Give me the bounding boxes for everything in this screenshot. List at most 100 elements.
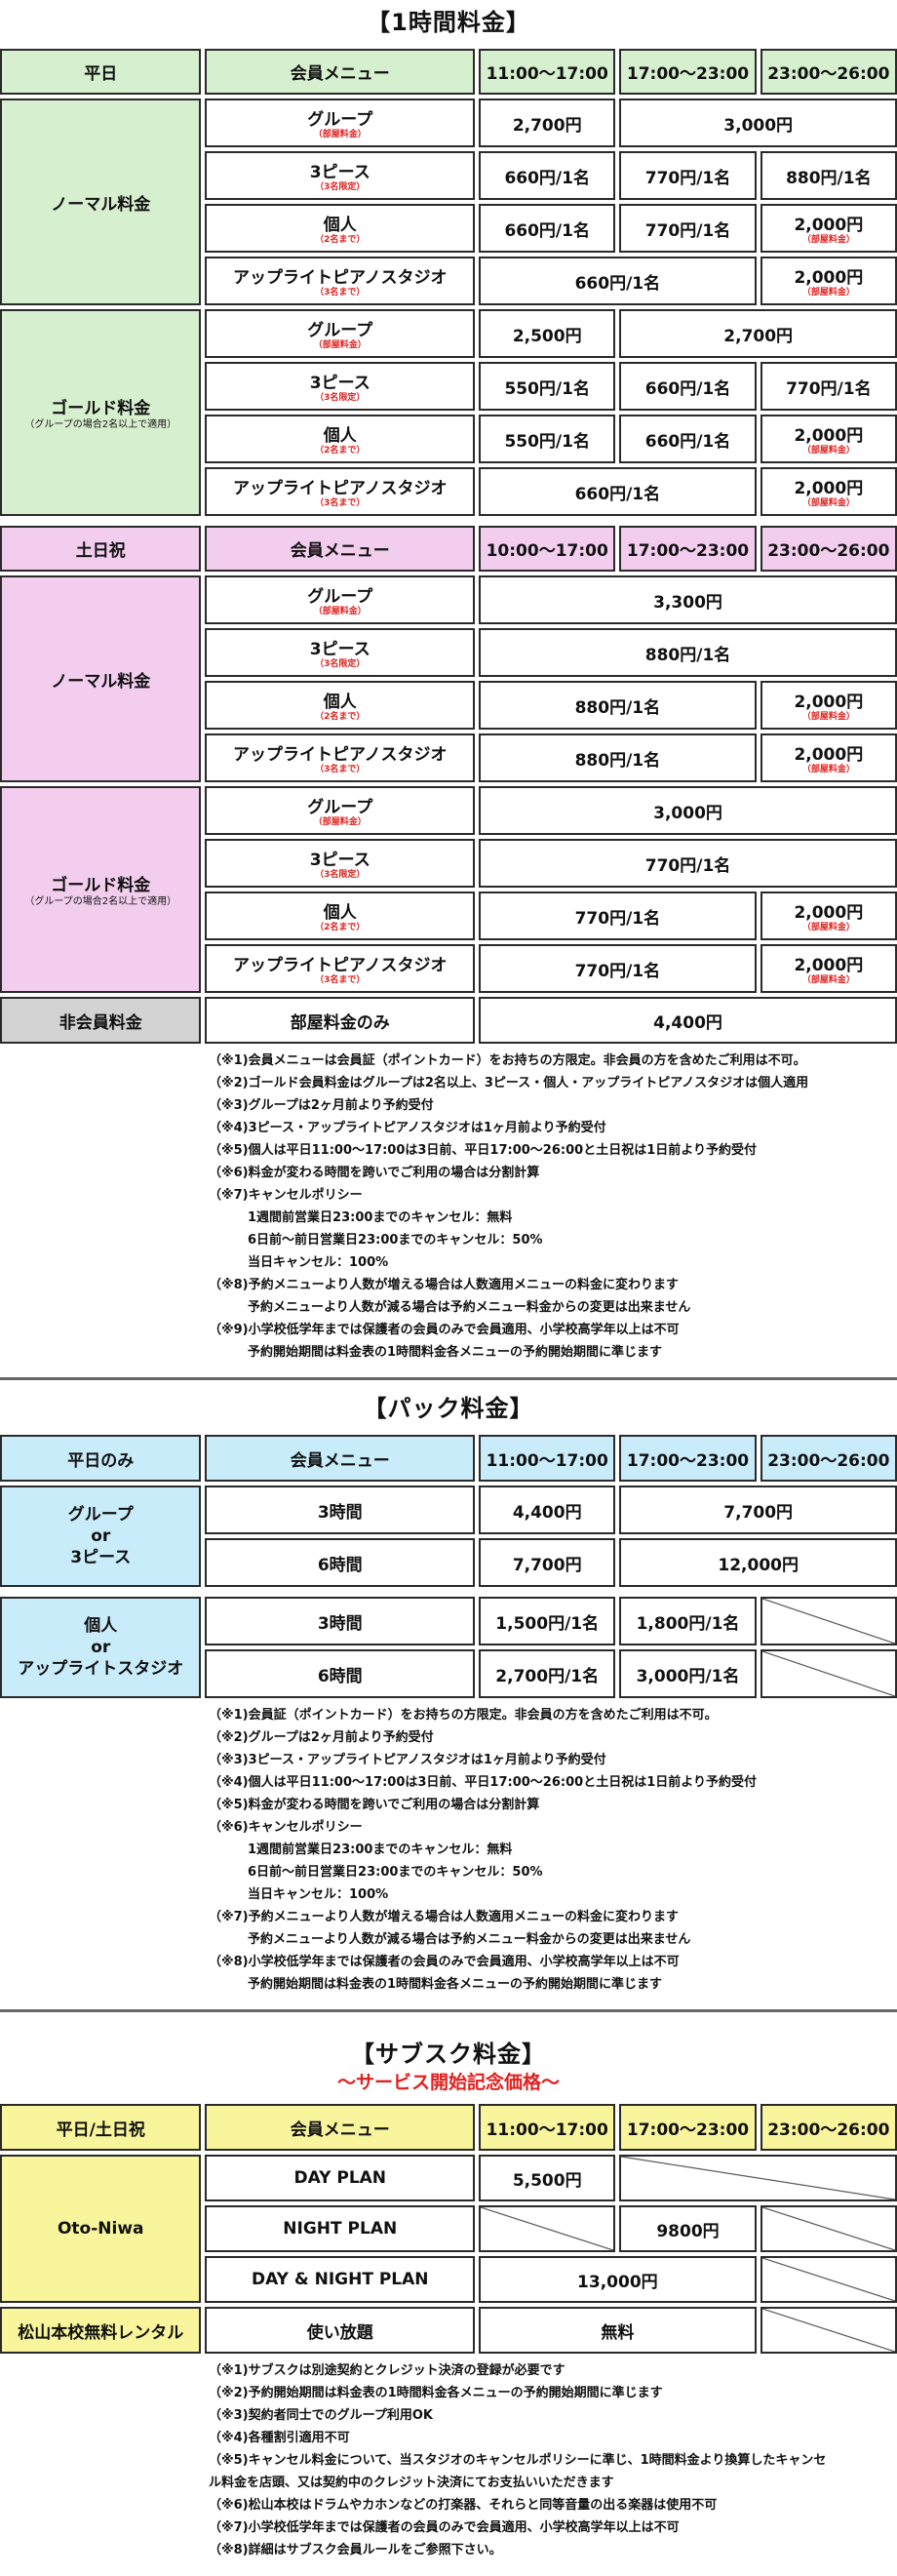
table-row: 3ピース（3名限定） 660円/1名 770円/1名 880円/1名 <box>0 151 897 200</box>
note-line: 6日前〜前日営業日23:00までのキャンセル：50% <box>248 1233 543 1248</box>
table-row: アップライトピアノスタジオ（3名まで） 660円/1名 2,000円（部屋料金） <box>0 257 897 305</box>
table-row: 個人（2名まで） 550円/1名 660円/1名 2,000円（部屋料金） <box>0 415 897 463</box>
subscription-rates-title: 【サブスク料金】 <box>351 2041 546 2068</box>
menu-cell: 使い放題 <box>205 2307 476 2354</box>
day-header: 平日のみ <box>0 1435 202 1482</box>
table-row: 3ピース（3名限定） 550円/1名 660円/1名 770円/1名 <box>0 362 897 411</box>
category-gold: ゴールド料金（グループの場合2名以上で適用） <box>0 786 202 993</box>
menu-cell: 3時間 <box>205 1486 476 1534</box>
table-row: アップライトピアノスタジオ（3名まで） 660円/1名 2,000円（部屋料金） <box>0 467 897 516</box>
table-row: 6時間 2,700円/1名 3,000円/1名 <box>0 1649 897 1698</box>
price-cell: 770円/1名 <box>619 151 757 200</box>
na-cell <box>479 2205 616 2252</box>
price-cell: 2,500円 <box>479 309 616 358</box>
table-row: ノーマル料金 グループ（部屋料金） 3,300円 <box>0 575 897 782</box>
time-header-2: 17:00〜23:00 <box>619 1435 757 1482</box>
price-cell: 660円/1名 <box>619 415 757 463</box>
price-cell: 770円/1名 <box>479 944 757 993</box>
note-line: （※6)キャンセルポリシー <box>209 1820 363 1835</box>
price-cell: 2,000円（部屋料金） <box>760 415 897 463</box>
price-cell: 3,000円/1名 <box>619 1649 757 1698</box>
menu-cell: 個人（2名まで） <box>205 204 476 253</box>
note-line: 当日キャンセル：100% <box>248 1887 389 1902</box>
price-cell: 2,000円（部屋料金） <box>760 892 897 940</box>
hourly-notes: （※1)会員メニューは会員証（ポイントカード）をお持ちの方限定。非会員の方を含め… <box>209 1048 897 1364</box>
table-row: 3ピース（3名限定） 880円/1名 <box>0 628 897 677</box>
weekday-header-row: 平日 会員メニュー 11:00〜17:00 17:00〜23:00 23:00〜… <box>0 49 897 95</box>
table-row: ノーマル料金 グループ（部屋料金） 2,700円 3,000円 <box>0 99 897 305</box>
price-cell: 770円/1名 <box>760 362 897 411</box>
menu-header: 会員メニュー <box>205 526 476 572</box>
pack-rates-table: 平日のみ 会員メニュー 11:00〜17:00 17:00〜23:00 23:0… <box>0 1431 897 1702</box>
day-header: 平日/土日祝 <box>0 2104 202 2151</box>
table-row: NIGHT PLAN 9800円 <box>0 2205 897 2252</box>
note-line: （※1)会員証（ポイントカード）をお持ちの方限定。非会員の方を含めたご利用は不可… <box>209 1708 718 1723</box>
note-line: （※2)予約開始期間は料金表の1時間料金各メニューの予約開始期間に準じます <box>209 2386 663 2400</box>
table-row: Oto-Niwa DAY PLAN 5,500円 <box>0 2155 897 2303</box>
note-line: （※1)会員メニューは会員証（ポイントカード）をお持ちの方限定。非会員の方を含め… <box>209 1053 806 1068</box>
na-cell <box>760 2205 897 2252</box>
price-cell: 2,000円（部屋料金） <box>760 733 897 782</box>
pack-notes: （※1)会員証（ポイントカード）をお持ちの方限定。非会員の方を含めたご利用は不可… <box>209 1702 897 1996</box>
category-oto-niwa: Oto-Niwa <box>0 2155 202 2303</box>
price-cell: 770円/1名 <box>479 839 897 888</box>
hourly-rates-title: 【1時間料金】 <box>367 9 530 36</box>
note-line: （※8)小学校低学年までは保護者の会員のみで会員適用、小学校高学年以上は不可 <box>209 1955 680 1969</box>
note-line: （※6)料金が変わる時間を跨いでご利用の場合は分割計算 <box>209 1166 540 1180</box>
category-gold: ゴールド料金（グループの場合2名以上で適用） <box>0 309 202 516</box>
table-row: 3ピース（3名限定） 770円/1名 <box>0 839 897 888</box>
table-row: 個人（2名まで） 770円/1名 2,000円（部屋料金） <box>0 892 897 940</box>
price-cell: 4,400円 <box>479 997 897 1044</box>
pack-rates-section: 【パック料金】 平日のみ 会員メニュー 11:00〜17:00 17:00〜23… <box>0 1386 897 1996</box>
menu-cell: 個人（2名まで） <box>205 892 476 940</box>
pack-header-row: 平日のみ 会員メニュー 11:00〜17:00 17:00〜23:00 23:0… <box>0 1435 897 1482</box>
menu-cell: アップライトピアノスタジオ（3名まで） <box>205 944 476 993</box>
table-row: DAY & NIGHT PLAN 13,000円 <box>0 2256 897 2303</box>
table-row: 個人（2名まで） 880円/1名 2,000円（部屋料金） <box>0 681 897 730</box>
category-rental: 松山本校無料レンタル <box>0 2307 202 2354</box>
menu-cell: 3ピース（3名限定） <box>205 362 476 411</box>
menu-header: 会員メニュー <box>205 2104 476 2151</box>
menu-cell: 3時間 <box>205 1597 476 1645</box>
price-cell: 7,700円 <box>479 1538 616 1587</box>
menu-cell: 6時間 <box>205 1649 476 1698</box>
na-cell <box>619 2155 897 2201</box>
price-cell: 880円/1名 <box>479 733 757 782</box>
price-cell: 880円/1名 <box>479 681 757 730</box>
menu-cell: アップライトピアノスタジオ（3名まで） <box>205 467 476 516</box>
note-line: （※7)予約メニューより人数が増える場合は人数適用メニューの料金に変わります <box>209 1910 679 1924</box>
price-cell: 9800円 <box>619 2205 757 2252</box>
price-cell: 2,000円（部屋料金） <box>760 257 897 305</box>
menu-cell: グループ（部屋料金） <box>205 575 476 624</box>
note-line: （※9)小学校低学年までは保護者の会員のみで会員適用、小学校高学年以上は不可 <box>209 1323 680 1337</box>
na-cell <box>760 2256 897 2303</box>
na-cell <box>760 1597 897 1645</box>
subscription-header-row: 平日/土日祝 会員メニュー 11:00〜17:00 17:00〜23:00 23… <box>0 2104 897 2151</box>
time-header-3: 23:00〜26:00 <box>760 49 897 95</box>
price-cell: 660円/1名 <box>479 467 757 516</box>
price-cell: 1,800円/1名 <box>619 1597 757 1645</box>
note-line: （※4)3ピース・アップライトピアノスタジオは1ヶ月前より予約受付 <box>209 1121 606 1135</box>
time-header-1: 11:00〜17:00 <box>479 2104 616 2151</box>
menu-cell: DAY & NIGHT PLAN <box>205 2256 476 2303</box>
note-line: 6日前〜前日営業日23:00までのキャンセル：50% <box>248 1865 543 1880</box>
note-line: 予約開始期間は料金表の1時間料金各メニューの予約開始期間に準じます <box>248 1977 663 1992</box>
price-cell: 660円/1名 <box>479 151 616 200</box>
table-row: ゴールド料金（グループの場合2名以上で適用） グループ（部屋料金） 2,500円… <box>0 309 897 516</box>
note-line: 1週間前営業日23:00までのキャンセル：無料 <box>248 1210 513 1225</box>
price-cell: 7,700円 <box>619 1486 897 1534</box>
category-normal: ノーマル料金 <box>0 99 202 305</box>
subscription-notes: （※1)サブスクは別途契約とクレジット決済の登録が必要です （※2)予約開始期間… <box>209 2358 897 2561</box>
note-line: ル料金を店頭、又は契約中のクレジット決済にてお支払いいただきます <box>209 2476 614 2490</box>
menu-cell: 個人（2名まで） <box>205 681 476 730</box>
price-cell: 550円/1名 <box>479 362 616 411</box>
table-row: 個人（2名まで） 660円/1名 770円/1名 2,000円（部屋料金） <box>0 204 897 253</box>
note-line: 予約メニューより人数が減る場合は予約メニュー料金からの変更は出来ません <box>248 1300 691 1315</box>
price-cell: 660円/1名 <box>479 204 616 253</box>
price-cell: 5,500円 <box>479 2155 616 2201</box>
time-header-2: 17:00〜23:00 <box>619 526 757 572</box>
day-header: 土日祝 <box>0 526 202 572</box>
